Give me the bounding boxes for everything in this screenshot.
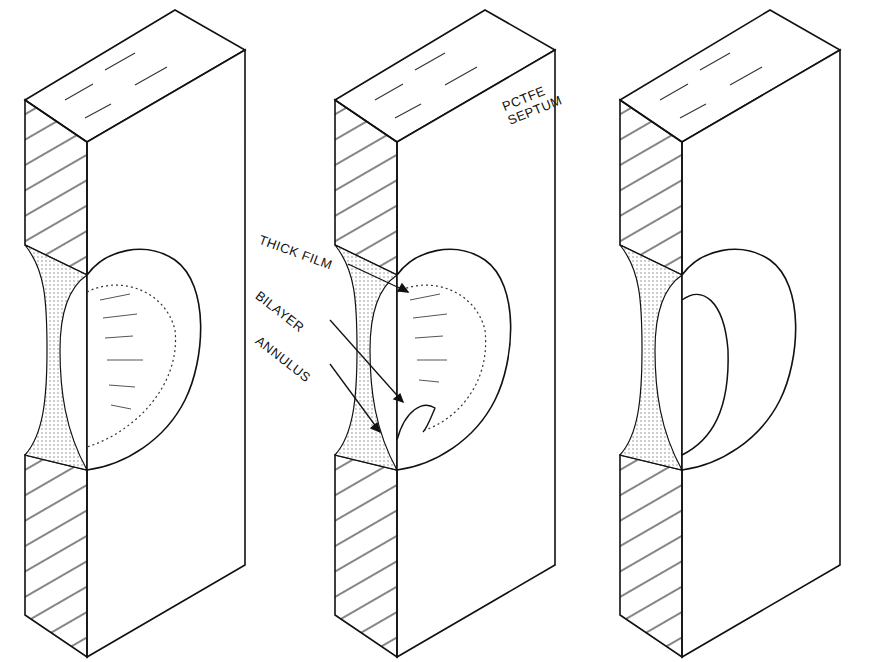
callout-label: ANNULUS [253,333,333,400]
septum-block [620,10,840,657]
leader-lines [330,264,408,432]
septum-block [25,10,245,657]
